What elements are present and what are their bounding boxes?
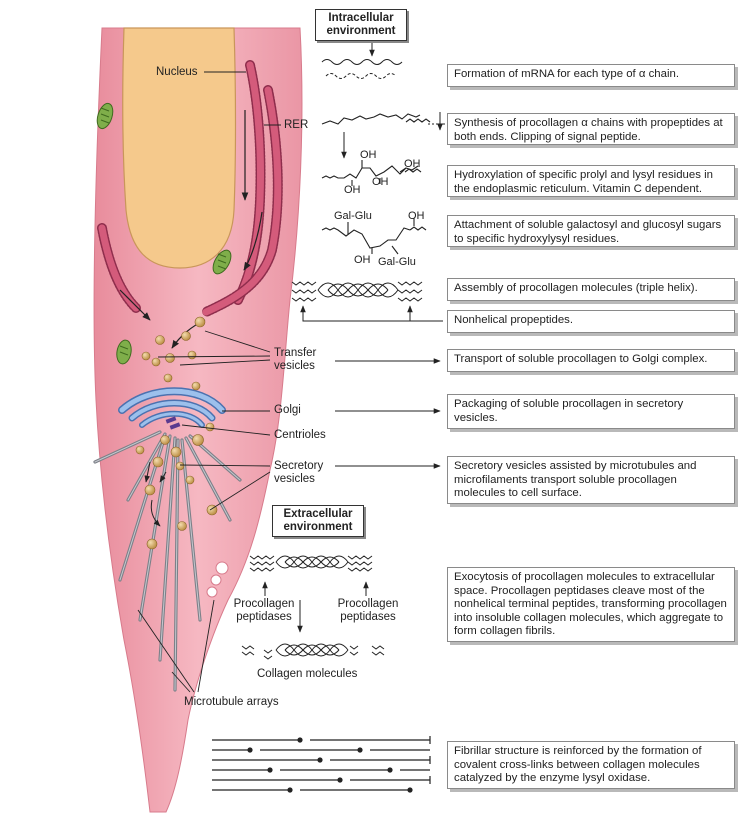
collagen-fibril	[212, 736, 431, 793]
step-box-packaging: Packaging of soluble procollagen in secr…	[447, 394, 735, 429]
mrna-strands	[321, 59, 403, 79]
extracellular-environment-header: Extracellular environment	[272, 505, 364, 537]
golgi-label: Golgi	[274, 404, 301, 416]
glycosylated-chain	[321, 218, 427, 255]
gal-glu-label: Gal-Glu	[334, 210, 372, 222]
step-box-glycosylation: Attachment of soluble galactosyl and glu…	[447, 215, 735, 247]
hydroxyl-label: OH	[354, 254, 371, 266]
procollagen-chain	[321, 113, 438, 125]
nucleus-label: Nucleus	[156, 66, 198, 78]
exocytosis-pits	[206, 561, 229, 598]
intracellular-environment-header: Intracellular environment	[315, 9, 407, 41]
hydroxyl-label: OH	[404, 158, 421, 170]
step-box-transport-golgi: Transport of soluble procollagen to Golg…	[447, 349, 735, 372]
secretory-vesicles-label: Secretory vesicles	[274, 460, 324, 485]
step-box-exocytosis: Exocytosis of procollagen molecules to e…	[447, 567, 735, 642]
step-box-propeptides: Nonhelical propeptides.	[447, 310, 735, 333]
golgi-apparatus	[118, 387, 226, 428]
mitochondria	[96, 102, 232, 365]
collagen-molecule	[241, 643, 385, 660]
step-box-cross-links: Fibrillar structure is reinforced by the…	[447, 741, 735, 789]
hydroxyl-label: OH	[372, 176, 389, 188]
leader-lines	[137, 71, 281, 693]
step-box-hydroxylation: Hydroxylation of specific prolyl and lys…	[447, 165, 735, 197]
hydroxylated-chain	[321, 160, 422, 186]
step-box-assembly: Assembly of procollagen molecules (tripl…	[447, 278, 735, 301]
step-box-secretory-transport: Secretory vesicles assisted by microtubu…	[447, 456, 735, 504]
centrioles	[165, 416, 181, 430]
hydroxyl-label: OH	[360, 149, 377, 161]
procollagen-triple-helix	[291, 281, 423, 302]
hydroxyl-label: OH	[408, 210, 425, 222]
gal-glu-label: Gal-Glu	[378, 256, 416, 268]
extracellular-procollagen	[249, 555, 373, 572]
rough-endoplasmic-reticulum	[97, 60, 283, 349]
step-box-synthesis: Synthesis of procollagen α chains with p…	[447, 113, 735, 145]
transfer-vesicles-label: Transfer vesicles	[274, 347, 317, 372]
hydroxyl-label: OH	[344, 184, 361, 196]
rer-label: RER	[284, 119, 309, 131]
step-arrows	[262, 42, 445, 633]
collagen-molecules-label: Collagen molecules	[257, 668, 358, 680]
centrioles-label: Centrioles	[274, 429, 326, 441]
vesicles	[135, 316, 218, 550]
step-box-mrna: Formation of mRNA for each type of α cha…	[447, 64, 735, 87]
microtubule-arrays-label: Microtubule arrays	[184, 696, 279, 708]
procollagen-peptidases-left-label: Procollagen peptidases	[233, 598, 295, 623]
procollagen-peptidases-right-label: Procollagen peptidases	[337, 598, 399, 623]
nucleus	[122, 27, 237, 269]
